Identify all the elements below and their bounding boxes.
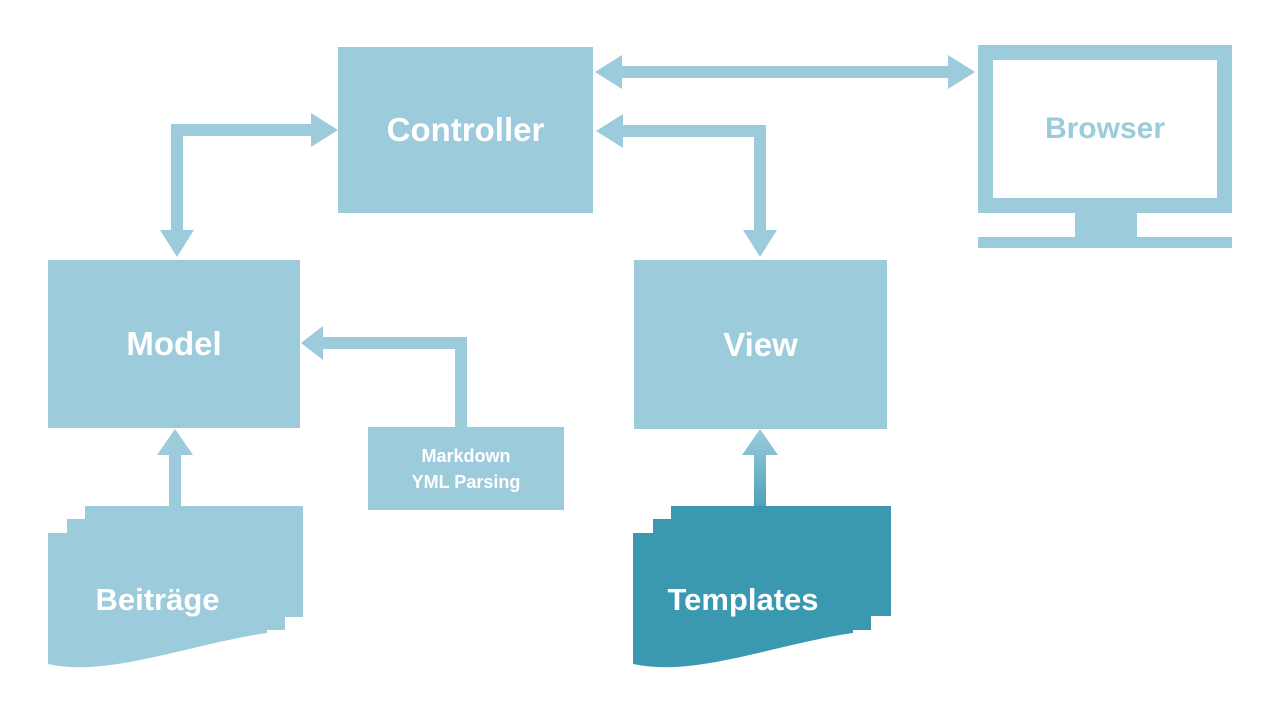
monitor-screen: [993, 60, 1217, 198]
node-view: View: [634, 260, 887, 429]
parser-label-line1: Markdown: [421, 445, 511, 466]
arrow-parser-model: [301, 326, 467, 427]
node-model: Model: [48, 260, 300, 428]
browser-label: Browser: [1044, 112, 1166, 145]
arrow-controller-browser: [595, 55, 975, 89]
arrow-model-controller: [160, 113, 338, 257]
node-parser: Markdown YML Parsing: [368, 427, 564, 510]
templates-doc-front: [633, 533, 853, 668]
monitor-stand-base: [978, 237, 1232, 248]
model-label: Model: [126, 325, 222, 362]
arrow-view-controller: [596, 114, 777, 257]
browser-monitor-icon: [978, 45, 1232, 248]
view-label: View: [723, 325, 798, 363]
arrow-templates-view: [742, 429, 778, 506]
templates-document-stack: [633, 506, 891, 668]
monitor-stand-neck: [1075, 213, 1137, 237]
arrow-posts-model: [157, 429, 193, 506]
posts-label: Beiträge: [95, 582, 220, 617]
posts-doc-front: [48, 533, 267, 668]
posts-document-stack: [48, 506, 303, 668]
parser-label-line2: YML Parsing: [411, 471, 521, 492]
controller-label: Controller: [386, 111, 545, 148]
templates-label: Templates: [667, 582, 819, 617]
node-controller: Controller: [338, 47, 593, 213]
